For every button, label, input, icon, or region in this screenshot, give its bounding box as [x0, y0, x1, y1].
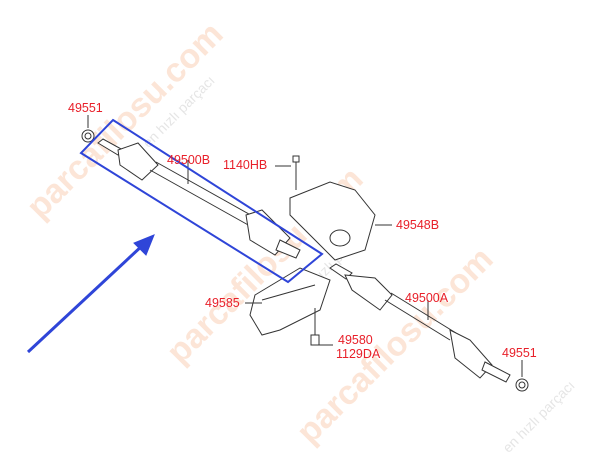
pointer-arrow-icon: [26, 234, 155, 354]
part-label-49551-left[interactable]: 49551: [68, 101, 103, 115]
bolt-top-part: [275, 155, 300, 190]
cover-part: [245, 267, 331, 336]
bolt-bottom-part: [310, 308, 333, 346]
nut-right-part: [515, 360, 529, 392]
part-label-49585[interactable]: 49585: [205, 296, 240, 310]
part-label-49551-right[interactable]: 49551: [502, 346, 537, 360]
part-label-49500b[interactable]: 49500B: [167, 153, 211, 167]
highlight-box: [79, 118, 324, 284]
shaft-right-part: [329, 263, 511, 383]
part-label-49580[interactable]: 49580: [338, 333, 373, 347]
bracket-part: [289, 181, 392, 261]
part-label-49500a[interactable]: 49500A: [405, 291, 449, 305]
part-label-1129da[interactable]: 1129DA: [336, 347, 381, 361]
nut-left-part: [81, 115, 95, 143]
part-label-49548b[interactable]: 49548B: [396, 218, 440, 232]
shaft-left-part: [97, 138, 301, 259]
part-label-1140hb[interactable]: 1140HB: [223, 158, 268, 172]
